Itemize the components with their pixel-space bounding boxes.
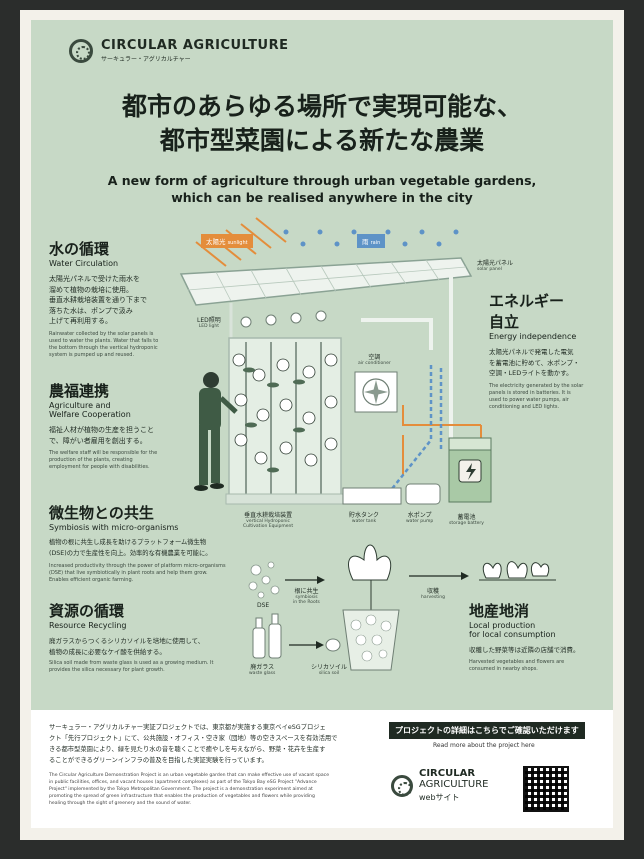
resource-title: 資源の循環 [49, 602, 125, 620]
micro-body-jp: 植物の根に共生し成長を助けるプラットフォーム微生物(DSE)の力で生産性を向上。… [49, 539, 212, 557]
local-subtitle-2: for local consumption [469, 630, 556, 639]
footer-body: サーキュラー・アグリカルチャー実証プロジェクトでは、東京都が実施する東京ベイeS… [49, 722, 389, 807]
diagram-graphics [179, 217, 556, 671]
section-micro: 微生物との共生 Symbiosis with micro-organisms 植… [49, 502, 249, 584]
water-body-jp: 太陽光パネルで受けた雨水を溜めて植物の栽培に使用。 垂直水耕栽培装置を通り下まで… [49, 275, 147, 325]
energy-title-1: エネルギー [489, 292, 565, 310]
details-banner: プロジェクトの詳細はこちらでご確認いただけます [389, 722, 585, 739]
title-jp-line2: 都市型菜園による新たな農業 [159, 126, 485, 155]
welfare-subtitle-1: Agriculture and [49, 401, 111, 410]
title-en-line2: which can be realised anywhere in the ci… [171, 190, 473, 205]
resource-subtitle: Resource Recycling [49, 621, 127, 630]
local-subtitle-1: Local production [469, 621, 536, 630]
silica-soil-shape [325, 638, 341, 652]
circular-logo-icon [391, 774, 413, 797]
farmer-figure [194, 372, 238, 491]
brand-sub: サーキュラー・アグリカルチャー [101, 56, 191, 63]
led-lights [240, 310, 327, 328]
flower-plants [232, 353, 338, 467]
sunlight-tag: 太陽光 sunlight [201, 234, 253, 248]
footer-band: サーキュラー・アグリカルチャー実証プロジェクトでは、東京都が実施する東京ベイeS… [31, 710, 613, 828]
footer-web-label: webサイト [419, 793, 460, 802]
title-en-line1: A new form of agriculture through urban … [107, 173, 537, 188]
welfare-title: 農福連携 [49, 382, 110, 400]
solar-panel-shape [179, 257, 473, 306]
water-tank-shape [342, 487, 402, 505]
energy-subtitle: Energy independence [489, 332, 577, 341]
water-body-en: Rainwater collected by the solar panels … [49, 330, 159, 358]
section-local: 地産地消 Local production for local consumpt… [469, 600, 609, 673]
footer-body-jp: サーキュラー・アグリカルチャー実証プロジェクトでは、東京都が実施する東京ベイeS… [49, 724, 338, 764]
title-jp-line1: 都市のあらゆる場所で実現可能な、 [121, 92, 522, 121]
rain-tag: 雨 rain [357, 234, 386, 248]
section-water: 水の循環 Water Circulation 太陽光パネルで受けた雨水を溜めて植… [49, 238, 181, 359]
welfare-subtitle-2: Welfare Cooperation [49, 410, 131, 419]
harvested-plants [482, 561, 550, 579]
read-more-link[interactable]: Read more about the project here [433, 742, 535, 749]
brand-logo: CIRCULAR AGRICULTURE サーキュラー・アグリカルチャー [69, 38, 289, 63]
section-welfare: 農福連携 Agriculture and Welfare Cooperation… [49, 380, 189, 471]
footer-logo: CIRCULAR AGRICULTURE webサイト [391, 768, 489, 803]
waste-glass-bottles [252, 613, 282, 659]
qr-code[interactable] [523, 766, 569, 812]
local-title: 地産地消 [469, 602, 530, 620]
water-subtitle: Water Circulation [49, 259, 119, 268]
energy-body-jp: 太陽光パネルで発電した電気を蓄電池に貯めて、水ポンプ・空調・LEDライトを動かす… [489, 348, 580, 377]
footer-body-en: The Circular Agriculture Demonstration P… [49, 773, 330, 806]
dse-bubbles [248, 561, 280, 599]
section-resource: 資源の循環 Resource Recycling 廃ガラスからつくるシリカソイル… [49, 600, 244, 674]
rain-drops [283, 229, 459, 247]
poster: CIRCULAR AGRICULTURE サーキュラー・アグリカルチャー 都市の… [31, 20, 613, 828]
energy-title-2: 自立 [489, 313, 520, 331]
welfare-body-en: The welfare staff will be responsible fo… [49, 450, 158, 470]
micro-subtitle: Symbiosis with micro-organisms [49, 523, 179, 532]
resource-body-en: Silica soil made from waste glass is use… [49, 660, 214, 673]
footer-logo-line1: CIRCULAR [419, 768, 476, 779]
water-pump-shape [405, 483, 441, 505]
resource-body-jp: 廃ガラスからつくるシリカソイルを培地に使用して、植物の成長に必要なケイ酸を供給す… [49, 637, 205, 656]
welfare-body-jp: 福祉人材が植物の生産を担うことで、障がい者雇用を創出する。 [49, 426, 154, 445]
water-title: 水の循環 [49, 240, 110, 258]
footer-logo-line2: AGRICULTURE [419, 779, 489, 790]
micro-body-en: Increased productivity through the power… [49, 563, 226, 583]
micro-title: 微生物との共生 [49, 504, 154, 522]
dse-label: DSE [257, 602, 270, 609]
circular-logo-icon [69, 38, 93, 63]
section-energy: エネルギー 自立 Energy independence 太陽光パネルで発電した… [489, 290, 607, 411]
local-body-jp: 収穫した野菜等は近隣の店舗で消費。 [469, 646, 580, 654]
brand-name: CIRCULAR AGRICULTURE [101, 38, 289, 53]
